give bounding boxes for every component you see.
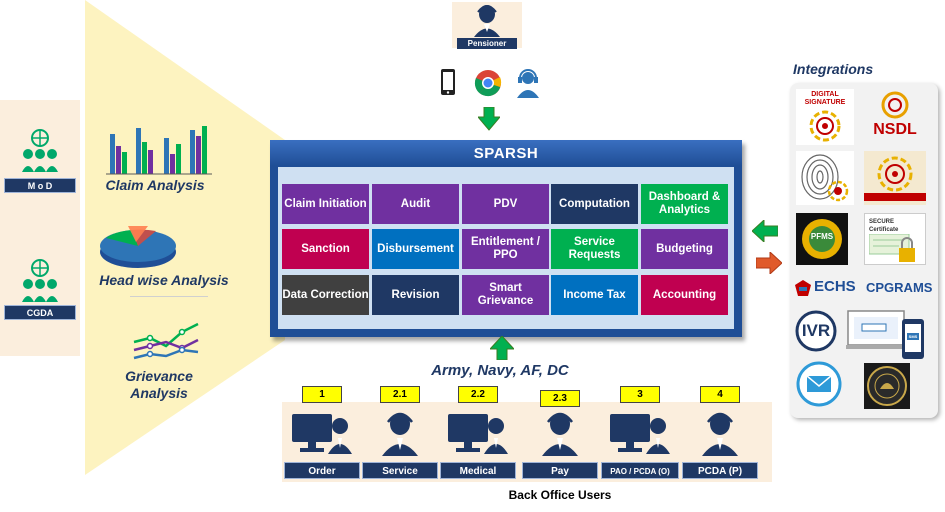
module-smart-grievance: Smart Grievance [462, 275, 549, 315]
sms-logo: SMS [846, 307, 936, 363]
forces-label: Army, Navy, AF, DC [431, 362, 569, 379]
user-badge: 2.1 [380, 386, 420, 403]
aadhaar-logo [864, 151, 926, 205]
chrome-browser-icon [474, 70, 502, 97]
rbi-logo [864, 363, 910, 409]
nsdl-logo: NSDL [864, 89, 926, 145]
module-entitlement-ppo: Entitlement / PPO [462, 229, 549, 269]
user-badge: 2.2 [458, 386, 498, 403]
user-icon [542, 412, 578, 456]
module-accounting: Accounting [641, 275, 728, 315]
aadhaar-symbol-icon [877, 156, 913, 192]
divider [130, 296, 208, 297]
org-label-mod: M o D [4, 178, 76, 193]
module-claim-initiation: Claim Initiation [282, 184, 369, 224]
grievance-analysis-label: Grievance Analysis [125, 368, 193, 401]
secure-certificate-logo: SECURE Certificate [864, 213, 926, 265]
email-logo [796, 361, 842, 407]
arrow-left-icon [752, 220, 778, 242]
integrations-panel: DIGITAL SIGNATURE NSDL [790, 83, 938, 418]
arrow-down-icon [478, 107, 500, 131]
echs-logo: ECHS [794, 277, 864, 299]
user-label: Service [362, 462, 438, 479]
pensioner-label: Pensioner [457, 38, 517, 49]
nsdl-emblem-icon [881, 91, 909, 119]
line-chart-icon [133, 322, 199, 360]
user-icon [382, 412, 418, 456]
user-badge: 2.3 [540, 390, 580, 407]
back-office-title: Back Office Users [508, 488, 612, 502]
aadhaar-fingerprint-logo [796, 151, 854, 205]
user-label: Order [284, 462, 360, 479]
user-badge: 1 [302, 386, 342, 403]
pfms-emblem-icon [802, 219, 842, 259]
user-label: PAO / PCDA (O) [601, 462, 679, 479]
digital-signature-aadhaar-logo: DIGITAL SIGNATURE [796, 89, 854, 145]
module-sanction: Sanction [282, 229, 369, 269]
module-dashboard-analytics: Dashboard & Analytics [641, 184, 728, 224]
module-disbursement: Disbursement [372, 229, 459, 269]
head-wise-analysis-label: Head wise Analysis [99, 272, 229, 288]
computer-user-icon [292, 414, 352, 454]
rbi-emblem-icon [867, 366, 907, 406]
user-badge: 4 [700, 386, 740, 403]
user-label: Medical [440, 462, 516, 479]
arrow-right-icon [756, 252, 782, 274]
sparsh-title: SPARSH [270, 140, 742, 166]
sms-laptop-phone-icon [846, 310, 924, 359]
organization-icon [22, 259, 58, 302]
bar-chart-icon [106, 126, 212, 175]
module-computation: Computation [551, 184, 638, 224]
user-label: PCDA (P) [682, 462, 758, 479]
arrow-up-icon [490, 336, 514, 360]
user-icon [474, 5, 500, 37]
certificate-lock-icon [869, 234, 915, 262]
ivr-logo: IVR [794, 309, 838, 353]
pie-chart-icon [100, 226, 176, 268]
cpgrams-logo: CPGRAMS [866, 280, 933, 295]
computer-user-icon [610, 414, 670, 454]
claim-analysis-label: Claim Analysis [105, 177, 205, 193]
call-center-icon [517, 69, 539, 98]
user-label: Pay [522, 462, 598, 479]
org-label-cgda: CGDA [4, 305, 76, 320]
aadhaar-symbol-icon [809, 110, 841, 142]
module-service-requests: Service Requests [551, 229, 638, 269]
pfms-logo: PFMS [796, 213, 848, 265]
mobile-phone-icon [441, 69, 455, 95]
pensioner-box: Pensioner [452, 2, 522, 49]
module-revision: Revision [372, 275, 459, 315]
email-icon [796, 361, 842, 407]
user-badge: 3 [620, 386, 660, 403]
module-income-tax: Income Tax [551, 275, 638, 315]
analytics-funnel [85, 0, 285, 475]
computer-user-icon [448, 414, 508, 454]
module-data-correction: Data Correction [282, 275, 369, 315]
module-pdv: PDV [462, 184, 549, 224]
ivr-circle-icon [795, 310, 837, 352]
fingerprint-icon [801, 154, 849, 202]
user-icon [702, 412, 738, 456]
organization-icon [22, 129, 58, 172]
echs-emblem-icon [795, 280, 811, 296]
module-budgeting: Budgeting [641, 229, 728, 269]
integrations-title: Integrations [793, 61, 874, 77]
module-audit: Audit [372, 184, 459, 224]
